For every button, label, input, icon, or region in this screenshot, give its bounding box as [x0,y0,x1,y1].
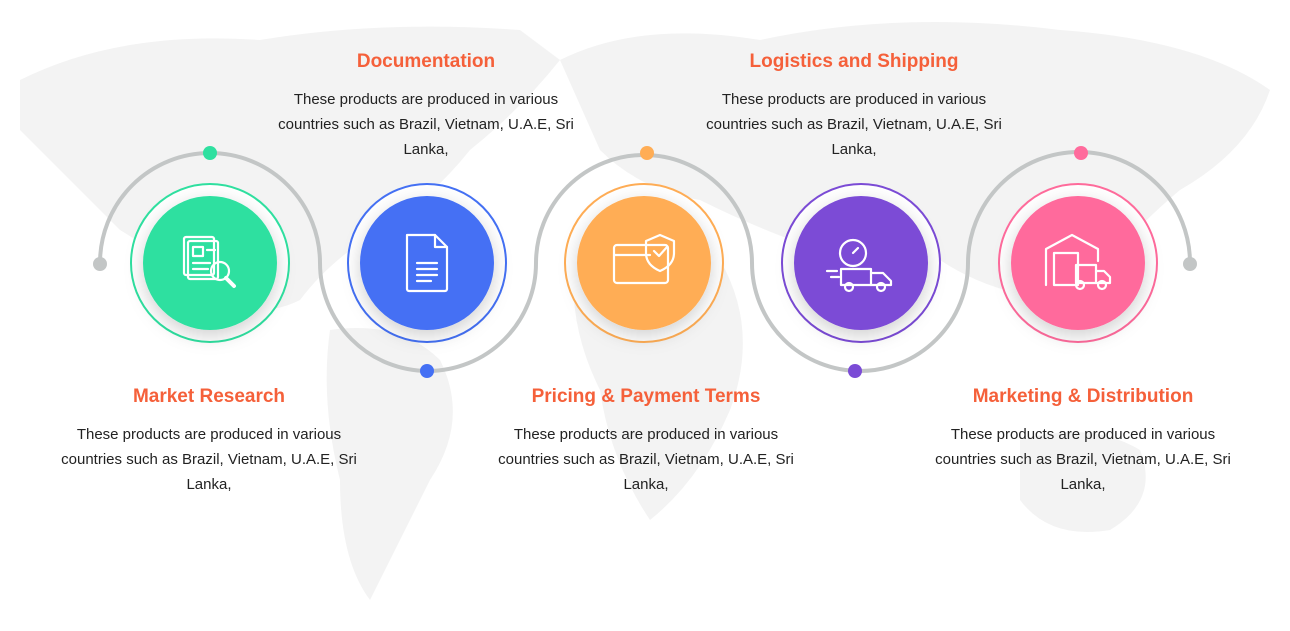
track-dot [1074,146,1088,160]
track-dot [848,364,862,378]
step-pricing-payment: Pricing & Payment Terms These products a… [496,386,796,497]
card-shield-icon [612,233,676,285]
track-end-dot [93,257,107,271]
step-title: Marketing & Distribution [972,386,1194,407]
track-end-dot [1183,257,1197,271]
step-documentation: Documentation These products are produce… [276,51,576,162]
step-title: Documentation [356,51,496,72]
warehouse-truck-icon [1044,233,1112,291]
step-description: These products are produced in various c… [278,91,574,158]
step-description: These products are produced in various c… [61,426,357,493]
node-circle [577,196,711,330]
step-node [564,146,724,343]
step-title: Market Research [132,386,286,407]
step-logistics-shipping: Logistics and Shipping These products ar… [704,51,1004,162]
step-node [998,146,1158,343]
track-dot [203,146,217,160]
document-icon [405,233,449,293]
step-marketing-distribution: Marketing & Distribution These products … [933,386,1233,497]
step-title: Logistics and Shipping [749,51,959,72]
step-node [130,146,290,343]
step-node [781,183,941,378]
track-dot [420,364,434,378]
step-market-research: Market Research These products are produ… [59,386,359,497]
document-search-icon [182,235,236,288]
step-node [347,183,507,378]
step-description: These products are produced in various c… [498,426,794,493]
track-dot [640,146,654,160]
step-title: Pricing & Payment Terms [531,386,761,407]
step-description: These products are produced in various c… [706,91,1002,158]
step-description: These products are produced in various c… [935,426,1231,493]
fast-delivery-truck-icon [825,238,893,293]
